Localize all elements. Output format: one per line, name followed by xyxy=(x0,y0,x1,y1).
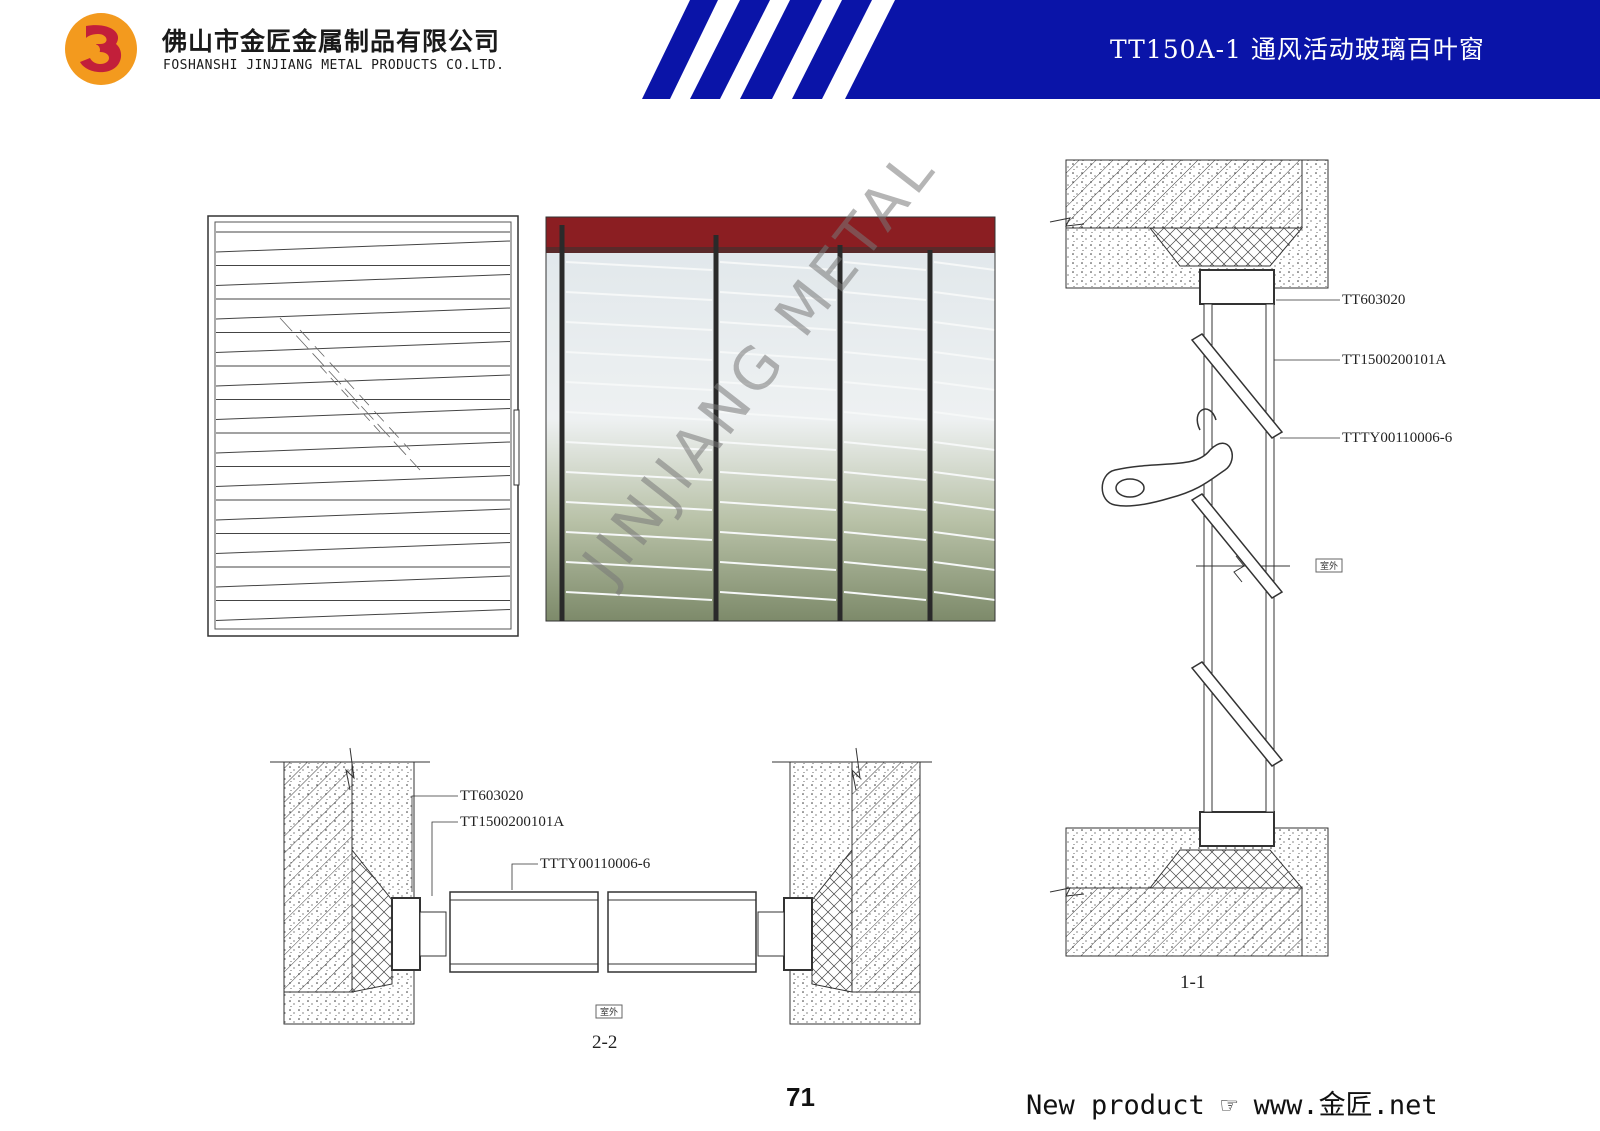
side-tag-1-1: 室外 xyxy=(1320,560,1338,572)
callout-2-2-tt1500200101a: TT1500200101A xyxy=(460,814,564,830)
company-logo xyxy=(65,13,137,85)
callout-1-1-tt603020: TT603020 xyxy=(1342,292,1405,308)
section-caption-2-2: 2-2 xyxy=(592,1032,617,1053)
footer-website: New product ☞ www.金匠.net xyxy=(1026,1090,1438,1121)
section-caption-1-1: 1-1 xyxy=(1180,972,1205,993)
company-name-cn: 佛山市金匠金属制品有限公司 xyxy=(162,27,501,56)
callout-1-1-ttty00110006-6: TTTY00110006-6 xyxy=(1342,430,1453,446)
document-title: TT150A-1 通风活动玻璃百叶窗 xyxy=(1110,35,1485,64)
elevation-drawing xyxy=(207,215,520,637)
page-number: 71 xyxy=(786,1082,815,1112)
callout-2-2-ttty00110006-6: TTTY00110006-6 xyxy=(540,856,651,872)
company-name-en: FOSHANSHI JINJIANG METAL PRODUCTS CO.LTD… xyxy=(163,58,505,73)
callout-2-2-tt603020: TT603020 xyxy=(460,788,523,804)
callout-1-1-tt1500200101a: TT1500200101A xyxy=(1342,352,1446,368)
section-1-1-drawing: TT603020 TT1500200101A TTTY00110006-6 室外… xyxy=(1049,159,1453,993)
product-photo xyxy=(545,216,996,622)
header-band xyxy=(642,0,1600,99)
section-2-2-drawing: TT603020 TT1500200101A TTTY00110006-6 室外… xyxy=(270,747,932,1053)
side-tag-2-2: 室外 xyxy=(600,1006,618,1018)
